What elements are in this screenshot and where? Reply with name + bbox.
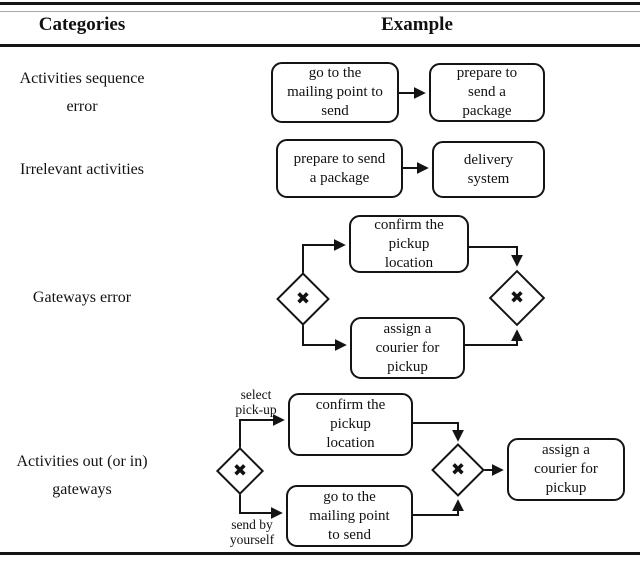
activity-prepare-to-send-package: prepare to send a package xyxy=(429,63,545,122)
header-rule xyxy=(0,44,640,47)
column-header-categories: Categories xyxy=(38,14,126,35)
exclusive-gateway-split: ✖ xyxy=(276,272,330,326)
activity-delivery-system: delivery system xyxy=(432,141,545,198)
activity-assign-courier-2: assign a courier for pickup xyxy=(507,438,625,501)
activity-prepare-to-send-package-2: prepare to send a package xyxy=(276,139,403,198)
gateway-x-icon: ✖ xyxy=(450,460,466,480)
gateway-x-icon: ✖ xyxy=(509,288,525,308)
activity-confirm-pickup-location-2: confirm the pickup location xyxy=(288,393,413,456)
branch-label-send-by-yourself: send by yourself xyxy=(229,517,275,547)
exclusive-gateway-split-2: ✖ xyxy=(215,446,265,496)
activity-confirm-pickup-location: confirm the pickup location xyxy=(349,215,469,273)
category-activities-out-gateways: Activities out (or in) gateways xyxy=(16,453,148,498)
column-header-example: Example xyxy=(381,14,453,35)
branch-label-select-pickup: select pick-up xyxy=(235,387,277,417)
top-rule-shadow xyxy=(0,11,640,12)
activity-assign-courier: assign a courier for pickup xyxy=(350,317,465,379)
exclusive-gateway-join-2: ✖ xyxy=(431,443,485,497)
bottom-rule xyxy=(0,552,640,555)
top-rule xyxy=(0,2,640,5)
activity-go-to-mailing-point-2: go to the mailing point to send xyxy=(286,485,413,547)
exclusive-gateway-join: ✖ xyxy=(488,269,546,327)
gateway-x-icon: ✖ xyxy=(295,289,311,309)
activity-go-to-mailing-point: go to the mailing point to send xyxy=(271,62,399,123)
category-irrelevant-activities: Irrelevant activities xyxy=(20,161,144,178)
category-gateways-error: Gateways error xyxy=(32,289,132,306)
gateway-x-icon: ✖ xyxy=(232,461,248,481)
category-activities-sequence-error: Activities sequence error xyxy=(19,70,145,115)
